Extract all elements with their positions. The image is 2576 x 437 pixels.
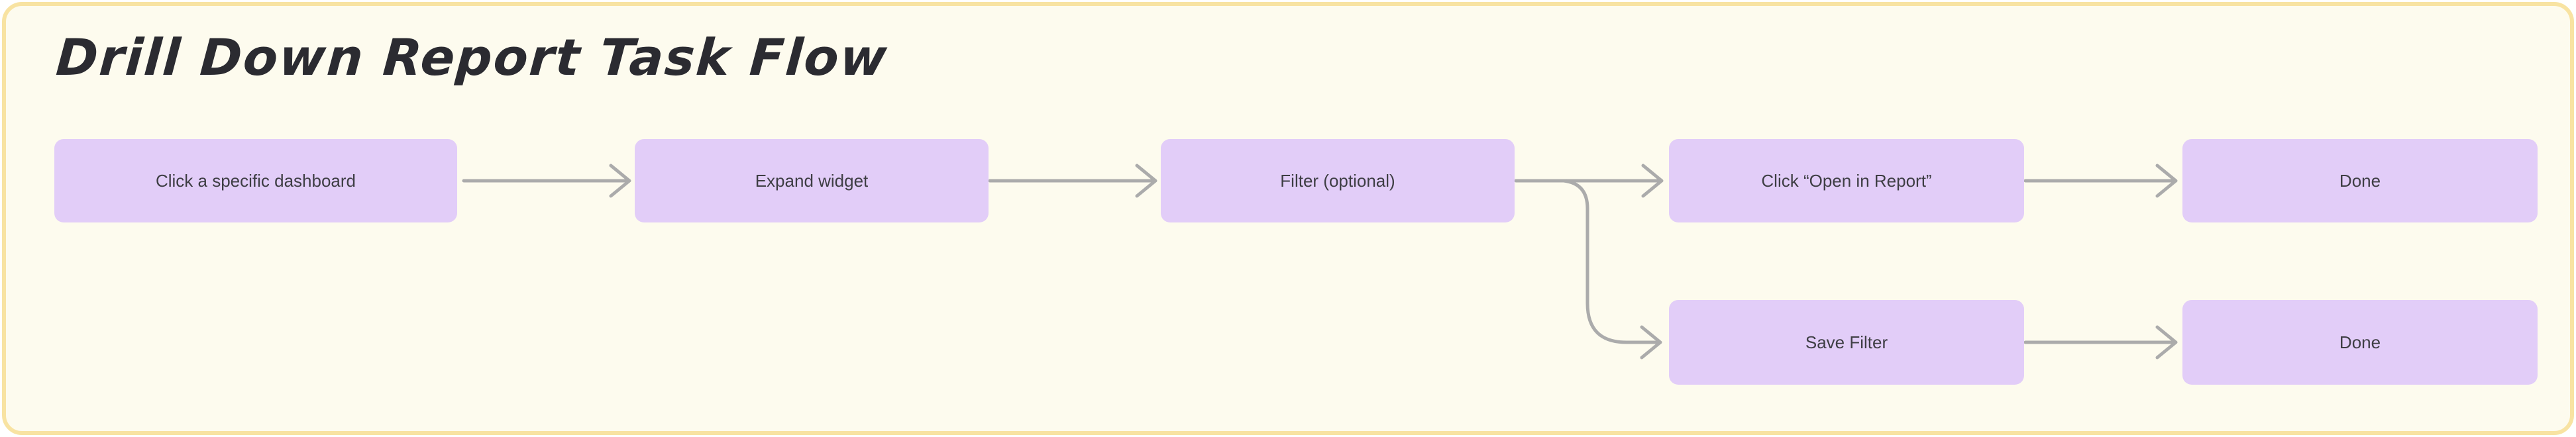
flow-node-label: Done	[2339, 332, 2381, 352]
flow-node-label: Done	[2339, 170, 2381, 191]
flow-node-filter-optional[interactable]: Filter (optional)	[1161, 139, 1515, 222]
flow-node-click-dashboard[interactable]: Click a specific dashboard	[54, 139, 457, 222]
flow-node-done-top[interactable]: Done	[2182, 139, 2538, 222]
flow-node-label: Click a specific dashboard	[155, 170, 356, 191]
flow-node-done-bottom[interactable]: Done	[2182, 300, 2538, 385]
flow-node-label: Expand widget	[755, 170, 869, 191]
flow-node-expand-widget[interactable]: Expand widget	[635, 139, 989, 222]
diagram-title: Drill Down Report Task Flow	[54, 28, 890, 87]
flow-node-click-open-in-report[interactable]: Click “Open in Report”	[1669, 139, 2024, 222]
flow-node-label: Save Filter	[1805, 332, 1888, 352]
flow-node-label: Click “Open in Report”	[1761, 170, 1932, 191]
flow-node-save-filter[interactable]: Save Filter	[1669, 300, 2024, 385]
flow-node-label: Filter (optional)	[1280, 170, 1395, 191]
